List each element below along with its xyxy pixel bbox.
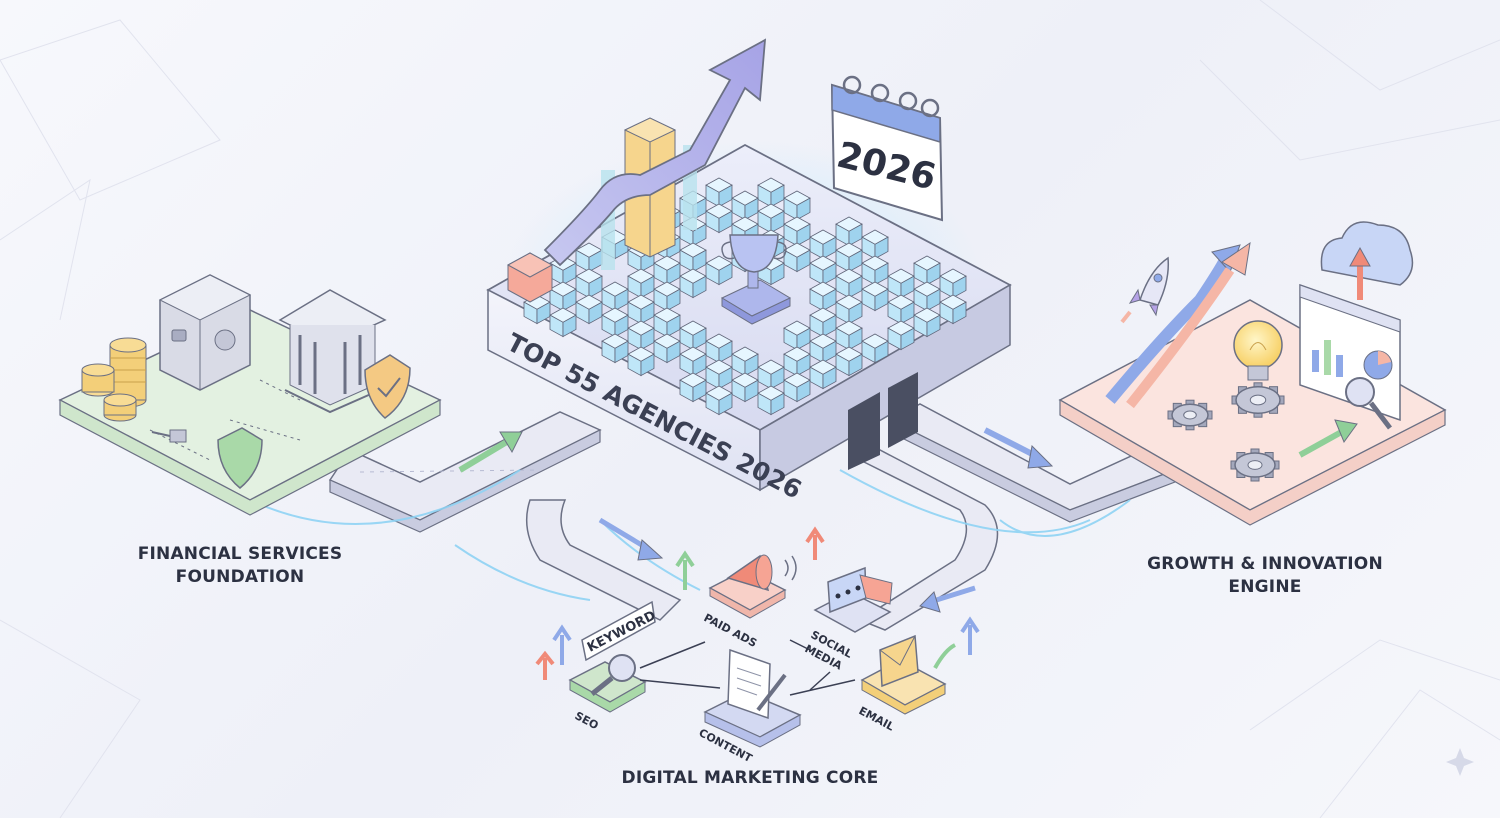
blue-arrow-right <box>983 427 1054 469</box>
trend-arrow-icon <box>543 38 767 267</box>
coins-icon <box>81 337 147 422</box>
digital-section-label: DIGITAL MARKETING CORE <box>600 767 900 790</box>
label-seo: SEO <box>573 709 601 732</box>
growth-section-label: GROWTH & INNOVATION ENGINE <box>1140 553 1390 599</box>
trophy-icon <box>720 234 792 325</box>
cloud-upload-icon <box>1320 221 1414 300</box>
growth-trend-arrows <box>1105 241 1251 409</box>
sparkle-icon <box>1446 748 1474 776</box>
email-node <box>860 634 956 715</box>
growth-label-line2: ENGINE <box>1228 577 1302 597</box>
paid-ads-node <box>708 554 797 619</box>
growth-label-line1: GROWTH & INNOVATION <box>1147 554 1383 574</box>
gear-icon <box>1231 382 1285 418</box>
analytics-window-icon <box>1299 283 1401 422</box>
shield-icon <box>217 427 263 489</box>
gear-icon <box>1230 448 1280 482</box>
bank-icon <box>278 289 387 414</box>
shield-check-icon <box>364 354 411 419</box>
gear-icon <box>1167 399 1213 431</box>
social-media-node <box>813 566 893 633</box>
lightbulb-icon <box>1233 320 1283 381</box>
financial-label-line1: FINANCIAL SERVICES <box>137 544 343 564</box>
conveyor-down-left <box>525 499 682 621</box>
digital-label-title: DIGITAL MARKETING CORE <box>621 768 879 788</box>
financial-section-label: FINANCIAL SERVICES FOUNDATION <box>130 543 350 589</box>
content-node <box>703 648 802 748</box>
safe-icon <box>158 274 252 391</box>
digital-side-arrows <box>535 517 980 680</box>
magnifier-icon <box>1345 377 1392 430</box>
flow-lines <box>249 469 1131 601</box>
seo-node: KEYWORD <box>568 600 658 713</box>
financial-label-line2: FOUNDATION <box>175 567 305 587</box>
agency-cube-grid <box>523 177 967 416</box>
label-email: EMAIL <box>857 704 897 733</box>
green-arrow-growth <box>1298 419 1358 458</box>
gear-group <box>1167 382 1285 482</box>
calendar-icon: 2026 <box>830 75 944 222</box>
digital-connectors <box>639 639 856 696</box>
key-icon <box>151 429 187 443</box>
rocket-icon <box>1120 256 1170 324</box>
green-arrow-up-right <box>458 431 523 473</box>
